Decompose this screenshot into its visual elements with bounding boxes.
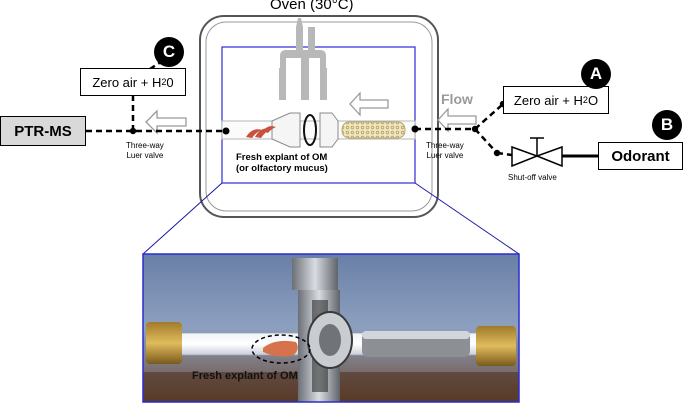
zoom-line-left	[142, 182, 223, 255]
flow-label: Flow	[441, 91, 473, 107]
explant-photo	[143, 254, 519, 402]
explant-line1: Fresh explant of OM	[236, 152, 328, 163]
zero-air-right-sub: 2	[582, 95, 588, 105]
shutoff-label: Shut-off valve	[508, 173, 557, 182]
shutoff-valve-icon	[511, 137, 563, 168]
tissue-icon	[246, 126, 276, 138]
zero-air-left-text: Zero air + H	[92, 74, 162, 90]
oven-zoom-frame	[221, 46, 416, 184]
zero-air-left-suffix: 0	[166, 74, 174, 90]
right-three-way-valve	[471, 125, 479, 133]
odorant-box: Odorant	[598, 142, 683, 170]
oven-port-left	[222, 127, 230, 135]
valve-left-line1: Three-way	[126, 141, 164, 150]
marker-a: A	[581, 59, 611, 89]
zero-air-right-suffix: O	[587, 92, 599, 108]
valve-left-line2: Luer valve	[126, 151, 164, 160]
zero-air-right-text: Zero air + H	[513, 92, 583, 108]
explant-highlight	[251, 334, 311, 364]
flow-arrow-right-icon	[437, 107, 477, 133]
flow-arrow-left-icon	[145, 109, 187, 135]
oven-title: Oven (30°C)	[270, 0, 354, 13]
photo-label: Fresh explant of OM	[192, 370, 298, 382]
valve-right-line1: Three-way	[426, 141, 464, 150]
ptrms-label: PTR-MS	[14, 122, 72, 140]
flow-arrow-inside-icon	[349, 91, 389, 117]
explant-line2: (or olfactory mucus)	[236, 163, 328, 174]
o-ring	[303, 114, 317, 146]
odorant-label: Odorant	[611, 147, 670, 165]
marker-c: C	[154, 37, 184, 67]
marker-b: B	[652, 110, 682, 140]
valve-right-line2: Luer valve	[426, 151, 464, 160]
explant-caption: Fresh explant of OM (or olfactory mucus)	[236, 152, 328, 174]
photo-frame	[142, 253, 520, 403]
oven-inner-outline	[205, 21, 433, 212]
ptrms-box: PTR-MS	[0, 116, 86, 146]
oven-outline	[199, 15, 439, 218]
valve-label-left: Three-way Luer valve	[126, 141, 164, 161]
valve-label-right: Three-way Luer valve	[426, 141, 464, 161]
oven-port-right	[411, 125, 419, 133]
odorant-junction	[493, 149, 501, 157]
tube-fitting-left	[271, 112, 301, 148]
mesh-filter	[341, 121, 406, 139]
left-three-way-valve	[129, 127, 137, 135]
tube-fitting-right	[319, 112, 339, 148]
clamp-icon	[279, 18, 327, 100]
zoom-line-right	[414, 182, 520, 255]
zero-air-left-sub: 2	[161, 77, 167, 87]
